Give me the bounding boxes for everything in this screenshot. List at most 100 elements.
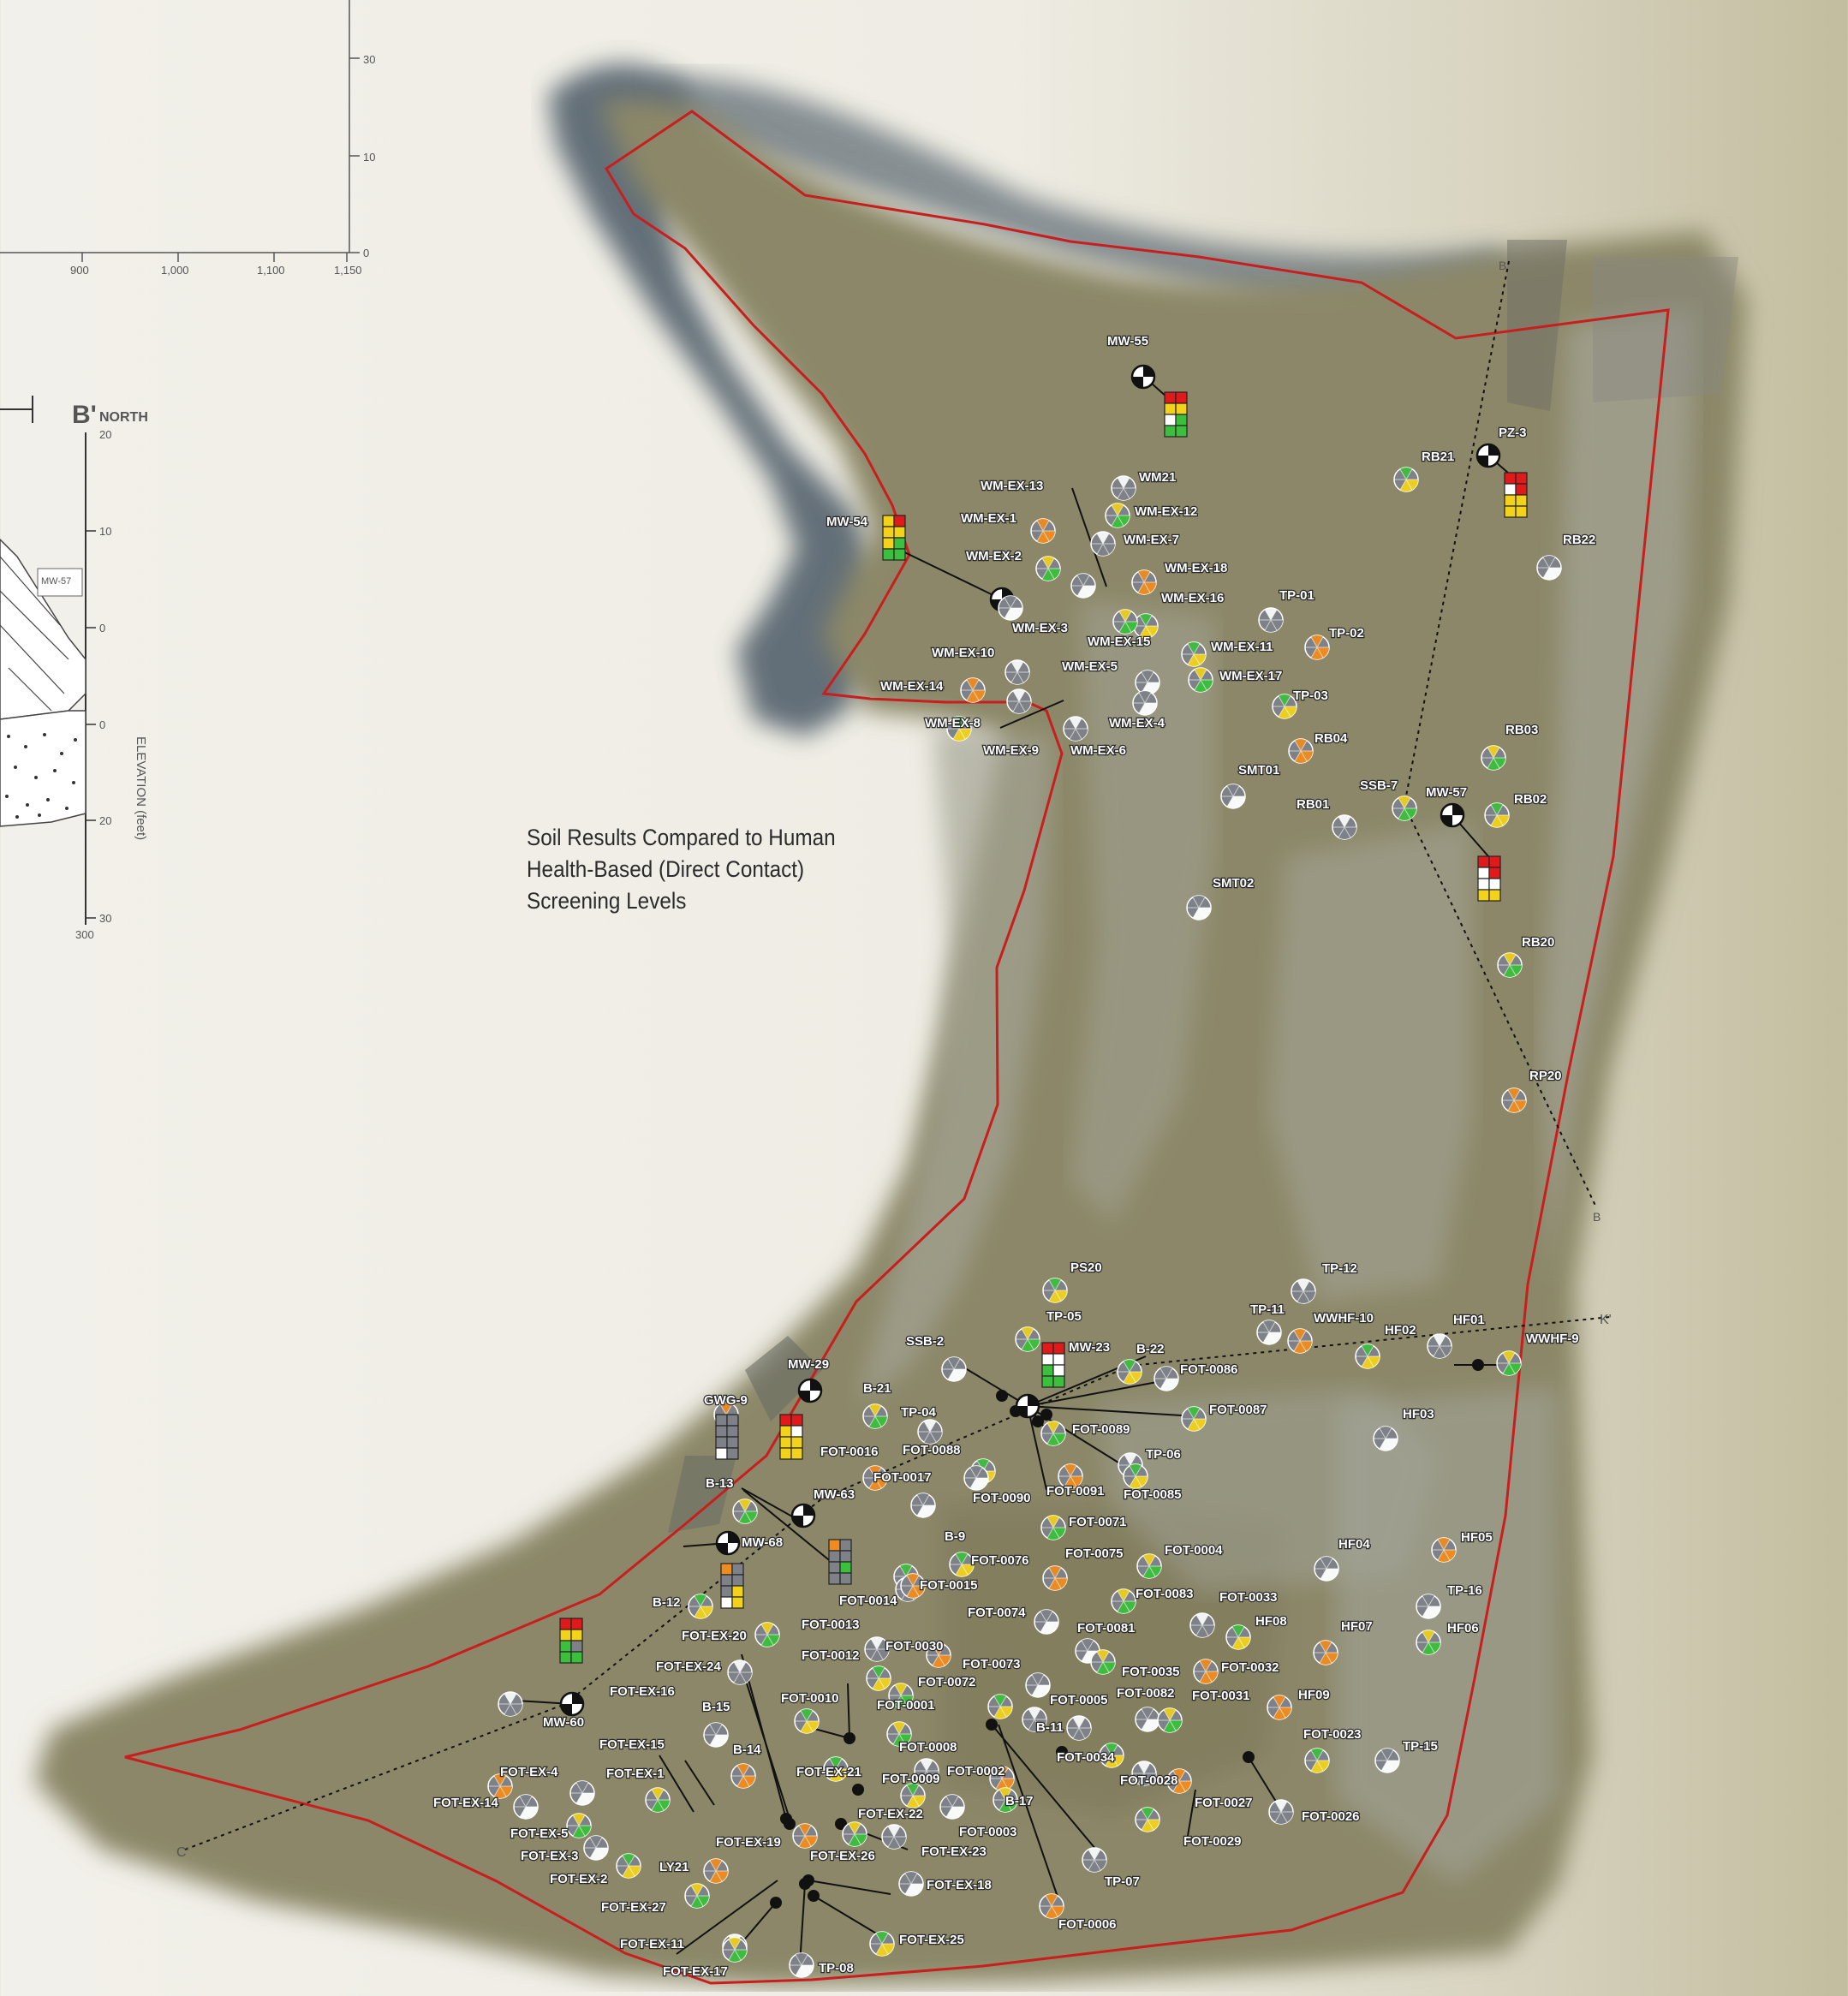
sample-symbol-fot-0031[interactable] [1157,1707,1183,1733]
sample-symbol-ps20[interactable] [1042,1278,1068,1303]
sample-symbol-ssb-2[interactable] [941,1356,967,1382]
sample-symbol-fot-0074[interactable] [1034,1609,1059,1635]
sample-symbol-b-14[interactable] [730,1763,756,1789]
sample-symbol-fot-0071[interactable] [1040,1515,1066,1540]
sample-symbol-fot-0002[interactable] [989,1766,1015,1791]
sample-symbol-b-21[interactable] [862,1403,888,1429]
sample-symbol-rb22[interactable] [1536,555,1562,581]
sample-symbol-fot-0091[interactable] [1058,1463,1083,1489]
sample-symbol-hf03[interactable] [1373,1426,1398,1451]
sample-symbol-wm-ex-18[interactable] [1131,569,1157,595]
sample-symbol-tp-05[interactable] [1015,1326,1040,1352]
well-symbol-pz-3[interactable] [1475,443,1501,468]
sample-symbol-fot-0017[interactable] [910,1493,936,1518]
sample-symbol-tp-11[interactable] [1256,1320,1282,1345]
sample-symbol-hf07[interactable] [1313,1640,1338,1665]
sample-symbol-wm-ex-16[interactable] [1133,613,1159,639]
sample-symbol-rb04[interactable] [1288,738,1314,764]
sample-symbol-wm-ex-8[interactable] [1006,688,1032,714]
sample-symbol-rb20[interactable] [1497,952,1523,978]
sample-symbol-fot-0027[interactable] [1166,1768,1192,1794]
sample-symbol-smt02[interactable] [1186,895,1212,921]
sample-symbol-fot-ex-23[interactable] [881,1824,907,1850]
sample-symbol-tp-02[interactable] [1304,635,1330,660]
sample-symbol-fot-ex-22[interactable] [900,1783,926,1808]
sample-symbol-fot-0033[interactable] [1189,1612,1215,1638]
sample-symbol-fot-0075[interactable] [1042,1565,1068,1591]
sample-symbol-fot-0023[interactable] [1304,1748,1330,1773]
sample-symbol-fot-0089[interactable] [1040,1421,1066,1446]
sample-symbol-rp20[interactable] [1501,1087,1527,1113]
sample-symbol-wwhf-9[interactable] [1496,1350,1522,1376]
sample-symbol-wm-ex-2[interactable] [1035,556,1061,581]
sample-symbol-fot-0035[interactable] [1090,1649,1116,1675]
sample-symbol-tp-01[interactable] [1258,607,1284,633]
sample-symbol-fot-0029[interactable] [1135,1807,1160,1832]
sample-symbol-fot-ex-21[interactable] [823,1756,849,1782]
sample-symbol-fot-ex-20[interactable] [754,1622,780,1647]
sample-symbol-fot-0016[interactable] [862,1465,888,1491]
sample-symbol-fot-ex-25[interactable] [869,1931,895,1957]
sample-symbol-hf06[interactable] [1416,1630,1441,1655]
sample-symbol-fot-ex-17[interactable] [722,1937,748,1963]
sample-symbol-rb21[interactable] [1393,467,1419,492]
sample-symbol-fot-0009[interactable] [914,1758,939,1784]
sample-symbol-wm-ex-13[interactable] [1070,573,1096,599]
sample-symbol-tp-07[interactable] [1082,1847,1107,1873]
sample-symbol-wm21[interactable] [1111,475,1136,501]
sample-symbol-fot-ex-4[interactable] [569,1780,595,1806]
well-symbol-mw-68[interactable] [715,1530,741,1556]
sample-symbol-fot-ex-5[interactable] [566,1813,592,1838]
sample-symbol-tp-12[interactable] [1291,1278,1316,1304]
sample-symbol-rb02[interactable] [1484,802,1510,828]
sample-symbol-hf08[interactable] [1225,1624,1251,1650]
sample-symbol-wm-ex-17[interactable] [1188,667,1213,693]
sample-symbol-fot-0004[interactable] [1136,1553,1162,1579]
sample-symbol-fot-0082[interactable] [1135,1707,1160,1732]
sample-symbol-ssb-7[interactable] [1392,795,1417,821]
sample-symbol-fot-ex-2[interactable] [616,1853,641,1879]
sample-symbol-fot-0001[interactable] [888,1683,914,1708]
sample-symbol-fot-ex-1[interactable] [645,1787,671,1813]
sample-symbol-rb03[interactable] [1481,745,1506,771]
sample-symbol-wwhf-10[interactable] [1287,1328,1313,1354]
sample-symbol-fot-0083[interactable] [1111,1588,1136,1614]
sample-symbol-fot-0003[interactable] [939,1794,965,1820]
sample-symbol-fot-0090[interactable] [963,1465,989,1491]
sample-symbol-wm-ex-9[interactable] [946,716,972,742]
sample-symbol-b-15[interactable] [703,1722,729,1748]
well-symbol-mw-57[interactable] [1440,802,1465,828]
sample-symbol-b-9[interactable] [949,1552,975,1577]
sample-symbol-fot-ex-19[interactable] [792,1823,818,1849]
sample-symbol-tp-15[interactable] [1374,1748,1400,1773]
sample-symbol-fot-ex-27[interactable] [684,1883,710,1909]
sample-symbol-fot-0030[interactable] [926,1642,951,1668]
sample-symbol-fot-0032[interactable] [1193,1659,1219,1684]
sample-symbol-fot-0012[interactable] [866,1665,891,1691]
sample-symbol-fot-0085[interactable] [1123,1463,1148,1489]
well-symbol-mw-55[interactable] [1130,364,1156,390]
sample-symbol-fot-0026[interactable] [1268,1799,1294,1825]
sample-symbol-smt01[interactable] [1220,784,1246,809]
sample-symbol-fot-ex-14[interactable] [513,1794,539,1820]
sample-symbol-hf09[interactable] [1267,1695,1292,1720]
sample-symbol-wm-ex-14[interactable] [960,677,986,703]
sample-symbol-fot-0010[interactable] [794,1708,820,1734]
sample-symbol-wm-ex-3[interactable] [998,595,1023,621]
sample-symbol-rb01[interactable] [1332,814,1357,840]
sample-symbol-fot-ex-3[interactable] [583,1835,609,1861]
sample-symbol-fot-ex-26[interactable] [842,1821,867,1847]
sample-symbol-hf02[interactable] [1355,1344,1380,1369]
sample-symbol-tp-03[interactable] [1272,694,1297,719]
sample-symbol-fot-ex-16[interactable] [498,1691,523,1717]
sample-symbol-wm-ex-7[interactable] [1090,531,1116,557]
well-symbol-mw-23[interactable] [1015,1393,1040,1419]
sample-symbol-wm-ex-15[interactable] [1112,609,1138,635]
sample-symbol-fot-0072[interactable] [987,1694,1013,1719]
sample-symbol-fot-0006[interactable] [1039,1893,1064,1919]
sample-symbol-hf01[interactable] [1427,1333,1452,1359]
well-symbol-mw-60[interactable] [559,1691,585,1717]
sample-symbol-wm-ex-1[interactable] [1030,518,1056,544]
sample-symbol-wm-ex-12[interactable] [1105,503,1130,528]
sample-symbol-fot-0014[interactable] [900,1573,926,1599]
